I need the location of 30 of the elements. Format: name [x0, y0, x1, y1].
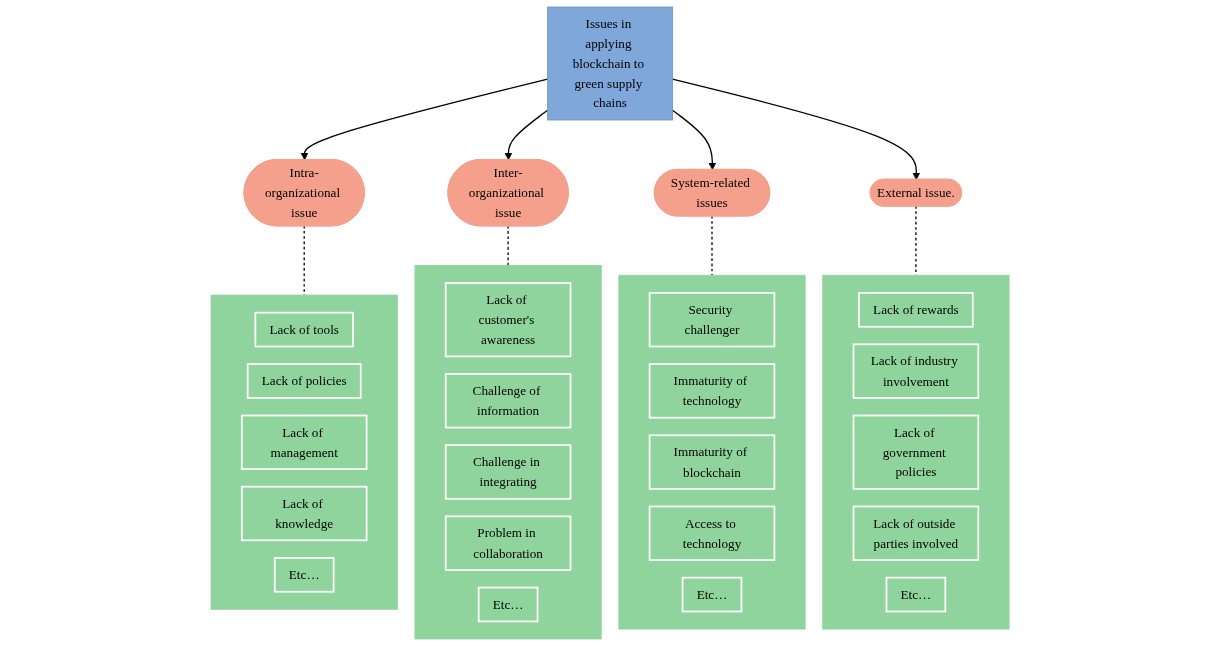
node-box: Immaturity of technology [648, 363, 776, 419]
connector [507, 225, 509, 267]
cluster [210, 294, 398, 610]
arrow [300, 78, 549, 161]
node-box: Etc… [885, 576, 947, 613]
node-box: Etc… [273, 557, 335, 593]
cluster [414, 265, 602, 640]
node-box: Lack of rewards [858, 292, 974, 328]
node-box: Challenge in integrating [444, 444, 572, 500]
node-box: Issues in applying blockchain to green supply chains [547, 6, 673, 121]
arrow [671, 109, 717, 171]
node-box: Etc… [681, 576, 743, 613]
node-box: Access to technology [648, 505, 776, 561]
node-box: Lack of policies [246, 363, 362, 399]
node-box: Lack of management [240, 414, 368, 470]
cluster [822, 274, 1010, 630]
node-box: Challenge of information [444, 373, 572, 429]
cluster [618, 274, 806, 630]
node-box: Etc… [477, 586, 539, 623]
arrow [504, 109, 549, 161]
node-box: Security challenger [648, 292, 776, 348]
node-box: Lack of knowledge [240, 485, 368, 542]
node-box: Lack of tools [254, 311, 354, 348]
node-box: Lack of government policies [852, 414, 980, 490]
node-box: Immaturity of blockchain [648, 434, 776, 490]
node-box: Problem in collaboration [444, 515, 572, 571]
node-box: Lack of industry involvement [852, 343, 980, 399]
arrow [671, 78, 921, 181]
node-box: Lack of outside parties involved [852, 505, 980, 561]
node-box: Lack of customer's awareness [444, 282, 572, 358]
